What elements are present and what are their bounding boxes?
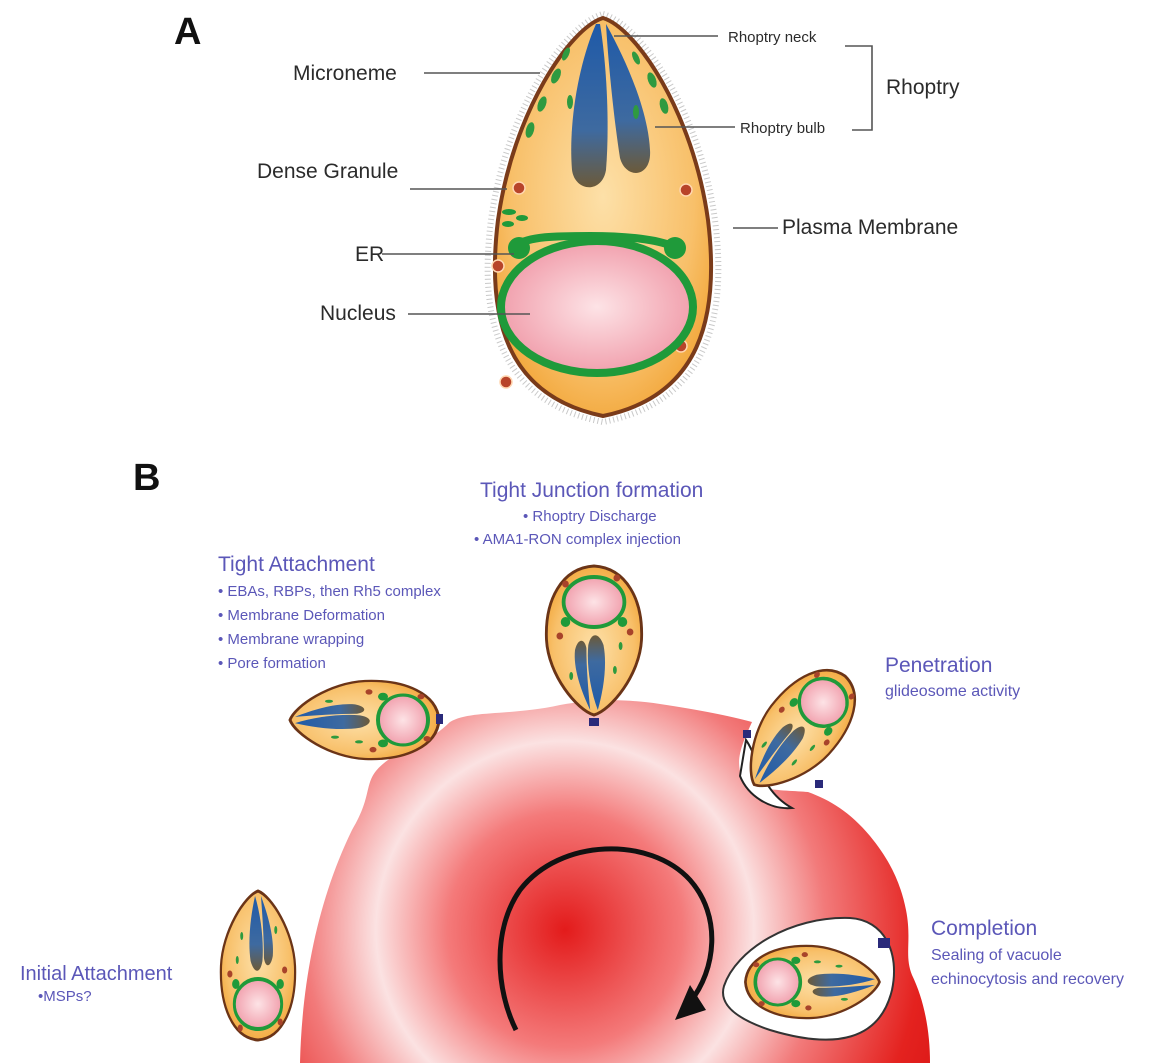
label-dense-granule: Dense Granule	[257, 160, 398, 183]
bullet-completion-2: echinocytosis and recovery	[931, 971, 1124, 988]
bullet-tight-attachment-1: • EBAs, RBPs, then Rh5 complex	[218, 583, 441, 600]
stage-title-penetration: Penetration	[885, 654, 992, 677]
stage-initial-attachment: Initial Attachment •MSPs?	[20, 963, 173, 1005]
stage-title-completion: Completion	[931, 917, 1037, 940]
bullet-tight-attachment-2: • Membrane Deformation	[218, 607, 385, 624]
label-er: ER	[355, 243, 384, 266]
bullet-tight-attachment-4: • Pore formation	[218, 655, 326, 672]
stage-penetration: Penetration glideosome activity	[885, 654, 1020, 700]
panel-label-a: A	[174, 11, 201, 53]
label-microneme: Microneme	[293, 62, 397, 85]
nucleus-shape	[501, 241, 693, 373]
merozoite-tight-attachment	[290, 681, 443, 759]
label-rhoptry-bulb: Rhoptry bulb	[740, 120, 825, 137]
merozoite-cell-large	[488, 14, 719, 422]
label-rhoptry: Rhoptry	[886, 76, 960, 99]
bullet-tight-junction-2: • AMA1-RON complex injection	[474, 531, 681, 548]
stage-completion: Completion Sealing of vacuole echinocyto…	[931, 917, 1124, 988]
panel-label-b: B	[133, 457, 160, 499]
stage-title-tight-attachment: Tight Attachment	[218, 553, 375, 576]
label-plasma-membrane: Plasma Membrane	[782, 216, 958, 239]
bullet-tight-junction-1: • Rhoptry Discharge	[523, 508, 657, 525]
stage-tight-attachment: Tight Attachment • EBAs, RBPs, then Rh5 …	[218, 553, 441, 672]
label-nucleus: Nucleus	[320, 302, 396, 325]
bullet-initial-attachment-1: •MSPs?	[38, 988, 92, 1005]
merozoite-penetration	[725, 652, 874, 809]
bullet-completion-1: Sealing of vacuole	[931, 947, 1062, 964]
bullet-penetration-1: glideosome activity	[885, 683, 1020, 700]
stage-title-initial-attachment: Initial Attachment	[20, 963, 173, 985]
label-rhoptry-neck: Rhoptry neck	[728, 29, 817, 46]
merozoite-initial-attachment	[221, 891, 295, 1040]
stage-title-tight-junction: Tight Junction formation	[480, 479, 703, 502]
bullet-tight-attachment-3: • Membrane wrapping	[218, 631, 364, 648]
stage-tight-junction: Tight Junction formation • Rhoptry Disch…	[474, 479, 703, 548]
